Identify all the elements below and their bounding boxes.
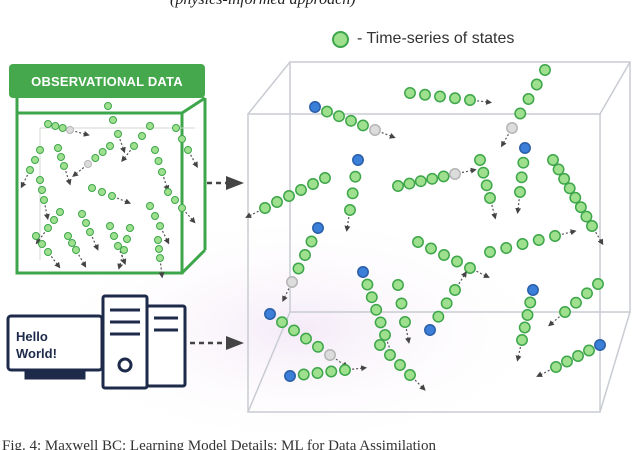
- state-chain-8: [547, 154, 604, 246]
- obs-state-chain-1: [44, 120, 90, 137]
- obs-state-chain-7: [72, 142, 114, 177]
- flow-arrow-top: [207, 176, 244, 190]
- obs-chains: [20, 102, 198, 279]
- obs-state-chain-2: [104, 102, 126, 154]
- obs-state-chain-14: [146, 202, 170, 245]
- main-cube: [247, 61, 631, 413]
- observational-data-label: OBSERVATIONAL DATA: [9, 64, 205, 98]
- obs-state-chain-11: [164, 188, 196, 224]
- obs-state-chain-4: [172, 124, 198, 168]
- computer-icon: [6, 294, 187, 390]
- obs-state-chain-18: [117, 224, 134, 270]
- state-chain-9: [344, 154, 364, 232]
- obs-state-chain-16: [64, 232, 87, 268]
- legend-green-dot: [332, 30, 349, 48]
- obs-state-chain-6: [54, 144, 72, 186]
- tower-side: [145, 304, 187, 388]
- state-chain-10: [282, 222, 324, 303]
- obs-state-chain-17: [106, 222, 127, 266]
- state-chain-3: [501, 64, 551, 148]
- state-chain-13: [264, 308, 349, 368]
- state-chain-19: [515, 284, 539, 362]
- state-chain-15: [392, 279, 411, 344]
- legend: - Time-series of states: [332, 28, 514, 50]
- obs-state-chain-10: [88, 184, 132, 205]
- monitor-stand: [24, 368, 86, 380]
- monitor-text: Hello World!: [16, 328, 86, 362]
- state-chain-16: [424, 271, 467, 336]
- state-chain-2: [404, 87, 493, 106]
- state-chain-5: [392, 167, 477, 192]
- state-chain-4: [245, 172, 331, 218]
- obs-state-chain-5: [20, 146, 44, 189]
- obs-state-chain-8: [151, 146, 170, 192]
- obs-state-chain-12: [35, 208, 64, 245]
- legend-label: - Time-series of states: [357, 30, 515, 47]
- main-cube-back: [289, 61, 631, 313]
- state-chain-14: [357, 266, 394, 356]
- state-chain-18: [284, 364, 368, 382]
- state-chain-20: [536, 339, 606, 377]
- obs-state-chain-19: [154, 236, 165, 279]
- top-caption: (physics-informed approach): [170, 0, 500, 11]
- flow-arrow-bottom: [190, 336, 244, 350]
- obs-state-chain-15: [32, 232, 61, 269]
- state-chain-11: [412, 236, 490, 278]
- screen-line-2: World!: [16, 346, 57, 361]
- obs-state-chain-3: [121, 122, 154, 163]
- main-cube-front: [247, 113, 601, 413]
- state-chain-7: [514, 142, 531, 215]
- state-chain-6: [474, 154, 498, 220]
- state-chain-12: [484, 229, 577, 258]
- state-chain-17: [374, 339, 426, 391]
- obs-state-chain-13: [78, 210, 99, 251]
- screen-line-1: Hello: [16, 329, 48, 344]
- state-chain-21: [548, 278, 604, 327]
- obs-state-chain-9: [36, 176, 50, 221]
- bottom-caption: Fig. 4: Maxwell BC: Learning Model Detai…: [2, 438, 436, 450]
- observational-cube: [15, 96, 207, 275]
- main-chains: [245, 64, 606, 391]
- state-chain-1: [309, 101, 396, 139]
